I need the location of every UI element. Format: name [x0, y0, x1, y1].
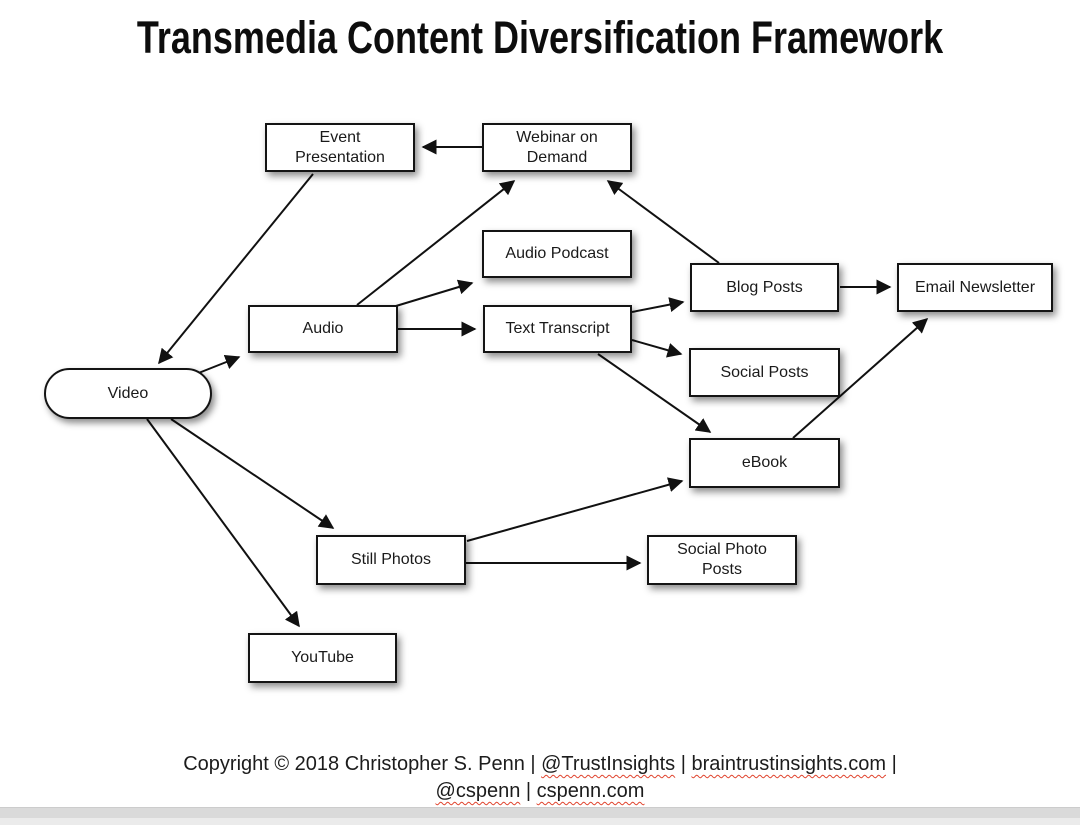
trustinsights-handle: @TrustInsights — [541, 753, 676, 775]
node-text-transcript: Text Transcript — [483, 305, 632, 353]
separator-tail: | — [886, 753, 897, 775]
node-social-photo-posts: Social Photo Posts — [647, 535, 797, 585]
node-social-photo-posts-label: Social Photo Posts — [677, 541, 767, 578]
node-blog-posts: Blog Posts — [690, 263, 839, 312]
arrow-audio-to-audio-podcast — [395, 279, 474, 307]
arrow-still-photos-to-ebook — [466, 477, 684, 542]
node-event-presentation-label: Event Presentation — [295, 128, 385, 166]
node-video-label: Video — [107, 384, 149, 402]
node-email-newsletter: Email Newsletter — [897, 263, 1053, 312]
node-webinar-on-demand: Webinar on Demand — [482, 123, 632, 172]
window-bottom-edge — [0, 818, 1080, 825]
node-audio: Audio — [248, 305, 398, 353]
node-email-newsletter-label: Email Newsletter — [914, 278, 1036, 296]
node-blog-posts-label: Blog Posts — [726, 278, 803, 296]
node-still-photos-label: Still Photos — [350, 551, 432, 568]
page-title: Transmedia Content Diversification Frame… — [136, 12, 944, 63]
node-audio-podcast: Audio Podcast — [482, 230, 632, 278]
copyright-footer: Copyright © 2018 Christopher S. Penn | @… — [0, 751, 1080, 805]
node-youtube-label: YouTube — [291, 649, 354, 666]
node-ebook-label: eBook — [741, 454, 788, 471]
separator: | — [675, 753, 692, 775]
copyright-line-1: Copyright © 2018 Christopher S. Penn | @… — [0, 751, 1080, 778]
node-text-transcript-label: Text Transcript — [505, 320, 610, 337]
node-social-posts: Social Posts — [689, 348, 840, 397]
cspenn-site: cspenn.com — [536, 780, 645, 802]
node-social-posts-label: Social Posts — [720, 363, 809, 381]
copyright-text: Copyright © 2018 Christopher S. Penn | — [183, 753, 542, 775]
node-ebook: eBook — [689, 438, 840, 488]
node-video: Video — [44, 368, 212, 419]
node-audio-podcast-label: Audio Podcast — [505, 245, 609, 262]
cspenn-handle: @cspenn — [435, 780, 521, 802]
separator: | — [520, 780, 537, 802]
arrow-text-transcript-to-blog-posts — [631, 297, 685, 313]
node-audio-label: Audio — [302, 320, 344, 337]
window-bottom-bar — [0, 807, 1080, 819]
copyright-line-2: @cspenn | cspenn.com — [0, 778, 1080, 805]
arrow-text-transcript-to-social-posts — [631, 339, 683, 358]
braintrustinsights-site: braintrustinsights.com — [691, 753, 887, 775]
node-event-presentation: Event Presentation — [265, 123, 415, 172]
arrow-video-to-youtube — [146, 418, 300, 628]
node-webinar-on-demand-label: Webinar on Demand — [516, 128, 598, 166]
node-still-photos: Still Photos — [316, 535, 466, 585]
node-youtube: YouTube — [248, 633, 397, 683]
arrow-video-to-still-photos — [170, 418, 335, 529]
